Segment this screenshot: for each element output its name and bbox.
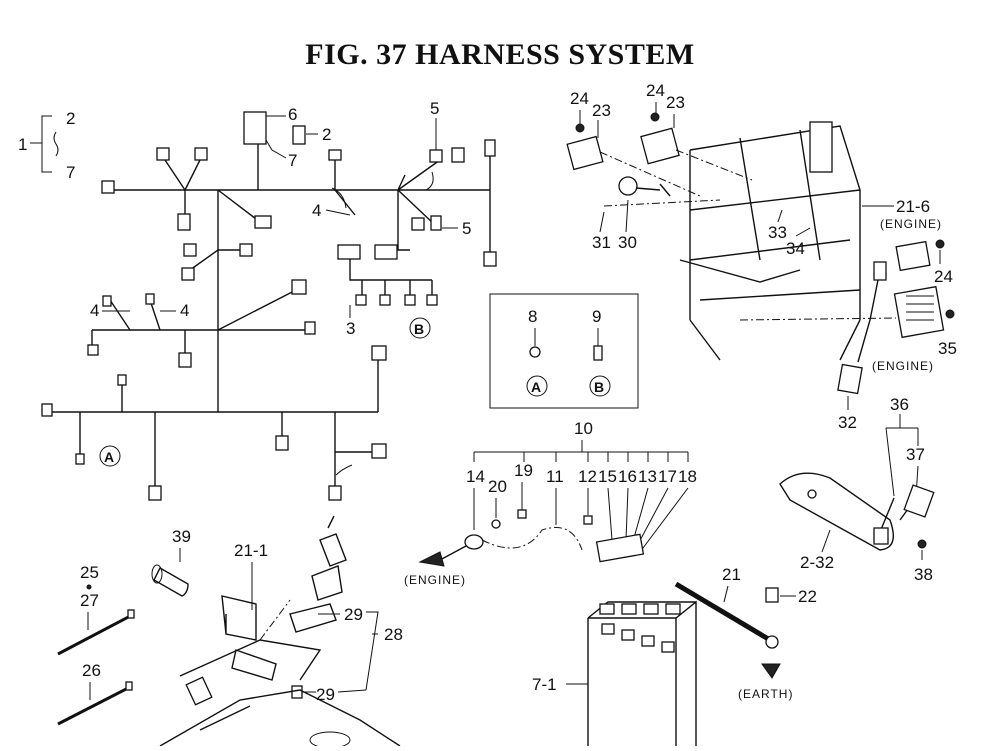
earth-tag: (EARTH): [738, 687, 793, 701]
label-38: 38: [914, 565, 933, 584]
engine-tag-right: (ENGINE): [872, 359, 934, 373]
label-23a: 23: [592, 101, 611, 120]
figure-title: FIG. 37 HARNESS SYSTEM: [305, 38, 695, 71]
label-19: 19: [514, 461, 533, 480]
label-7-1: 7-1: [532, 675, 557, 694]
label-10: 10: [574, 419, 593, 438]
label-22: 22: [798, 587, 817, 606]
label-12: 12: [578, 467, 597, 486]
label-6: 6: [288, 105, 297, 124]
label-4b: 4: [90, 301, 99, 320]
label-28: 28: [384, 625, 403, 644]
label-30: 30: [618, 233, 637, 252]
label-5b: 5: [462, 219, 471, 238]
label-21-1: 21-1: [234, 541, 268, 560]
label-4a: 4: [312, 201, 321, 220]
circle-mark-a-left: A: [104, 449, 114, 465]
label-9: 9: [592, 307, 601, 326]
label-25: 25: [80, 563, 99, 582]
label-15: 15: [598, 467, 617, 486]
inset-box: 8 9 A B: [489, 293, 639, 409]
label-7a: 7: [66, 163, 75, 182]
label-7b: 7: [288, 151, 297, 170]
label-24b: 24: [646, 81, 665, 100]
label-36: 36: [890, 395, 909, 414]
label-24c: 24: [934, 267, 953, 286]
label-2a: 2: [66, 109, 75, 128]
frame-assembly: 24 23 24 23 21-6 (ENGINE) 33 34 31 30: [566, 81, 957, 432]
label-35: 35: [938, 339, 957, 358]
label-21: 21: [722, 565, 741, 584]
label-26: 26: [82, 661, 101, 680]
label-18: 18: [678, 467, 697, 486]
battery-group: 10 14 19 20 11 12 15 16 13 17 18 (ENGINE…: [404, 419, 817, 746]
label-16: 16: [618, 467, 637, 486]
circle-mark-a-inset: A: [531, 379, 541, 395]
label-27: 27: [80, 591, 99, 610]
label-31: 31: [592, 233, 611, 252]
label-1: 1: [18, 135, 27, 154]
label-33: 33: [768, 223, 787, 242]
main-harness: 1 2 7 6 2 7 5 4 5 4 4 3 B A: [18, 99, 497, 501]
label-2b: 2: [322, 125, 331, 144]
circle-mark-b-inset: B: [594, 379, 604, 395]
label-29a: 29: [344, 605, 363, 624]
label-24a: 24: [570, 89, 589, 108]
label-23b: 23: [666, 93, 685, 112]
label-11: 11: [546, 467, 564, 486]
label-3: 3: [346, 319, 355, 338]
label-4c: 4: [180, 301, 189, 320]
label-2-32: 2-32: [800, 553, 834, 572]
bottom-left-parts: 25 27 26 39 21-1 29 28: [57, 515, 403, 749]
label-29b: 29: [316, 685, 335, 704]
engine-tag-left: (ENGINE): [404, 573, 466, 587]
label-34: 34: [786, 239, 805, 258]
label-21-6: 21-6: [896, 197, 930, 216]
circle-mark-b-left: B: [414, 321, 424, 337]
sensor-group: 36 37 2-32 38: [779, 395, 935, 584]
label-20: 20: [488, 477, 507, 496]
label-39: 39: [172, 527, 191, 546]
label-5a: 5: [430, 99, 439, 118]
label-13: 13: [638, 467, 657, 486]
label-32: 32: [838, 413, 857, 432]
label-17: 17: [658, 467, 677, 486]
label-8: 8: [528, 307, 537, 326]
label-37: 37: [906, 445, 925, 464]
engine-tag-top: (ENGINE): [880, 217, 942, 231]
label-14: 14: [466, 467, 485, 486]
